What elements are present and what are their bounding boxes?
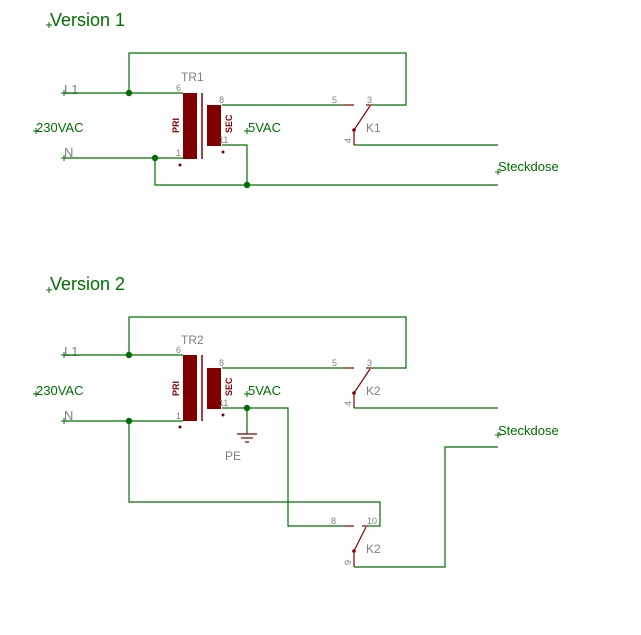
relay-k2-top: 5 3 4 K2 xyxy=(332,358,381,408)
socket-label: Steckdose xyxy=(498,423,559,438)
pin-label: 8 xyxy=(331,516,336,526)
l1-label: L1 xyxy=(64,82,78,97)
version2-title: Version 2 xyxy=(50,274,125,294)
version1-wires xyxy=(64,52,498,186)
pin-label: 5 xyxy=(332,358,337,368)
version1-group: Version 1 L1 230VAC N TR1 PRI xyxy=(33,10,559,189)
ground-label: PE xyxy=(225,449,241,463)
n-label: N xyxy=(64,145,73,160)
relay-name: K2 xyxy=(366,384,381,398)
transformer-tr2: TR2 PRI SEC 6 1 8 11 xyxy=(171,333,234,429)
pin-label: 4 xyxy=(343,401,353,406)
version2-group: Version 2 L1 230VAC N PE xyxy=(33,274,559,568)
junction-dot xyxy=(243,404,251,412)
pin-label: 5 xyxy=(332,95,337,105)
relay-k2-bottom: 8 10 9 K2 xyxy=(331,516,381,567)
pin-label: 6 xyxy=(176,83,181,93)
pin-label: 1 xyxy=(176,411,181,421)
ground-symbol: PE xyxy=(225,433,257,463)
sec-label: SEC xyxy=(224,114,234,133)
version2-wires xyxy=(64,316,498,568)
pin-label: 6 xyxy=(176,345,181,355)
primary-coil xyxy=(183,93,197,159)
transformer-name: TR2 xyxy=(181,333,204,347)
junction-dot xyxy=(243,181,251,189)
secondary-coil xyxy=(207,368,221,409)
transformer-name: TR1 xyxy=(181,70,204,84)
secondary-coil xyxy=(207,105,221,146)
vac-out-label: 5VAC xyxy=(248,383,281,398)
vac-in-label: 230VAC xyxy=(36,120,83,135)
pin-label: 4 xyxy=(343,138,353,143)
relay-name: K2 xyxy=(366,542,381,556)
l1-label: L1 xyxy=(64,344,78,359)
junction-dot xyxy=(125,417,133,425)
version1-title: Version 1 xyxy=(50,10,125,30)
relay-name: K1 xyxy=(366,121,381,135)
pin-label: 10 xyxy=(367,516,377,526)
socket-label: Steckdose xyxy=(498,159,559,174)
pri-label: PRI xyxy=(171,118,181,133)
pin-label: 8 xyxy=(219,358,224,368)
pin-label: 8 xyxy=(219,95,224,105)
vac-in-label: 230VAC xyxy=(36,383,83,398)
primary-coil xyxy=(183,355,197,421)
pin-label: 9 xyxy=(343,560,353,565)
junction-dot xyxy=(151,154,159,162)
pin-label: 3 xyxy=(367,95,372,105)
pri-label: PRI xyxy=(171,381,181,396)
n-label: N xyxy=(64,408,73,423)
sec-label: SEC xyxy=(224,377,234,396)
junction-dot xyxy=(125,351,133,359)
pin-label: 1 xyxy=(176,148,181,158)
pin-label: 3 xyxy=(367,358,372,368)
transformer-tr1: TR1 PRI SEC 6 1 8 11 xyxy=(171,70,234,167)
relay-k1: 5 3 4 K1 xyxy=(332,95,381,145)
pin-label: 11 xyxy=(219,135,228,145)
vac-out-label: 5VAC xyxy=(248,120,281,135)
junction-dot xyxy=(125,89,133,97)
pin-label: 11 xyxy=(219,398,228,408)
